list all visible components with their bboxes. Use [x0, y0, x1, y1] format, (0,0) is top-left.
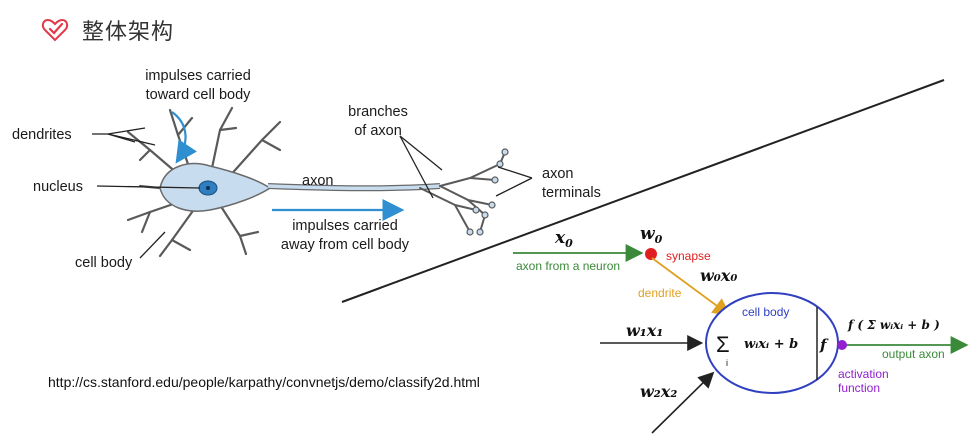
activation-label-2: function [838, 381, 880, 395]
axon-from-neuron-label: axon from a neuron [516, 259, 620, 273]
sigma-symbol: Σ [716, 332, 730, 357]
label-dendrites: dendrites [12, 127, 72, 143]
activation-label-1: activation [838, 367, 889, 381]
dendrite-label: dendrite [638, 286, 682, 300]
label-impulses-away-1: impulses carried [292, 218, 398, 234]
w2x2-label: w₂x₂ [640, 382, 677, 401]
label-cell-body: cell body [75, 255, 133, 271]
label-branches-2: of axon [354, 123, 402, 139]
reference-url: http://cs.stanford.edu/people/karpathy/c… [48, 374, 480, 390]
label-branches-1: branches [348, 104, 408, 120]
synapse-label: synapse [666, 249, 711, 263]
cell-body-model-label: cell body [742, 305, 789, 319]
label-axon-terminals-2: terminals [542, 185, 601, 201]
output-expression: f ( Σ wᵢxᵢ + b ) [847, 318, 940, 332]
label-impulses-away-2: away from cell body [281, 237, 410, 253]
neuron-model [513, 244, 969, 434]
model-labels: x0 w0 synapse axon from a neuron w₀x₀ de… [516, 224, 945, 401]
label-nucleus: nucleus [33, 179, 83, 195]
neuron-drawing [92, 106, 533, 259]
activation-dot [837, 340, 847, 350]
label-impulses-toward-2: toward cell body [146, 87, 252, 103]
neuron-labels: impulses carried toward cell body dendri… [12, 68, 601, 271]
w1x1-label: w₁x₁ [626, 321, 663, 340]
x0-label: x0 [554, 228, 573, 250]
heart-check-icon [41, 18, 69, 42]
slide-header: 整体架构 [40, 12, 174, 48]
w0-label: w0 [640, 224, 663, 246]
f-symbol: f [819, 336, 829, 354]
output-axon-label: output axon [882, 347, 945, 361]
label-impulses-toward-1: impulses carried [145, 68, 251, 84]
sum-subscript: i [726, 358, 728, 368]
synapse-dot [645, 248, 657, 260]
slide-title: 整体架构 [82, 20, 175, 45]
label-axon-terminals-1: axon [542, 166, 573, 182]
label-axon: axon [302, 173, 333, 189]
w0x0-label: w₀x₀ [700, 266, 737, 285]
divider-line [341, 79, 945, 303]
sum-expression: wᵢxᵢ + b [744, 337, 798, 352]
